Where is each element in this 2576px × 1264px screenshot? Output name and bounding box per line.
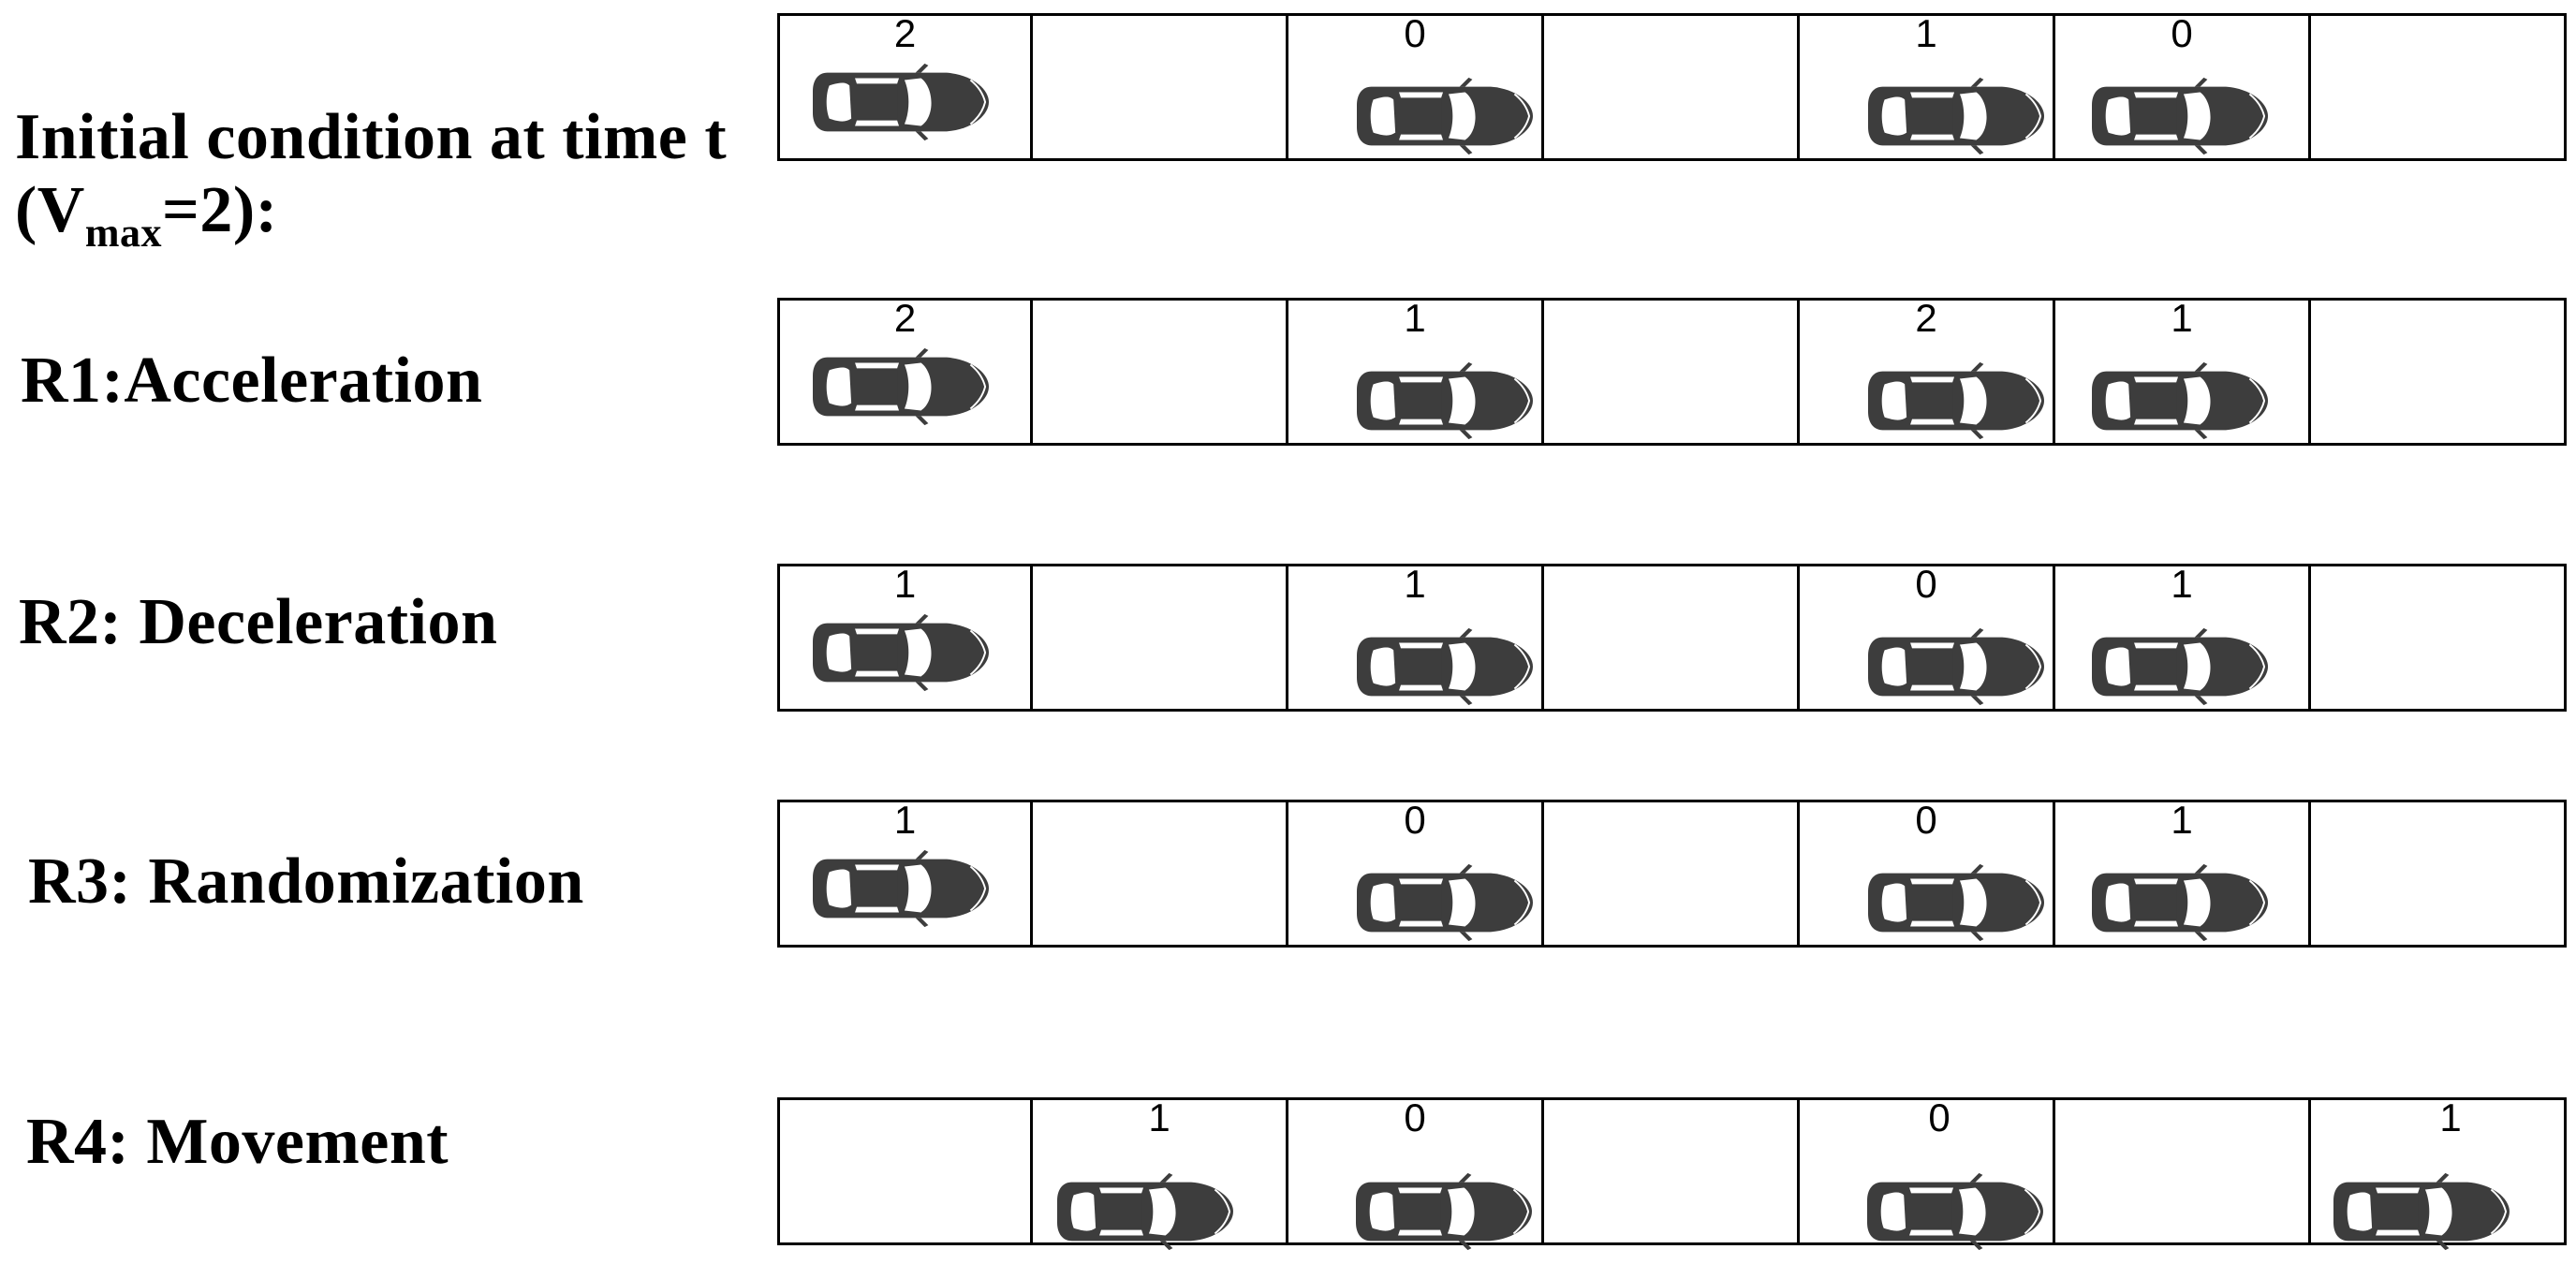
velocity-label: 1 xyxy=(1915,11,1937,55)
car-top-view-icon xyxy=(2088,859,2272,947)
velocity-label: 1 xyxy=(2171,296,2193,340)
car-top-view-icon xyxy=(809,343,993,431)
lane-cell: 2 xyxy=(777,13,1033,161)
lane-cell: 1 xyxy=(777,800,1033,948)
lane-r3: 1 0 0 1 xyxy=(777,800,2567,948)
label-initial-sub: max xyxy=(84,210,163,257)
lane-cell: 1 xyxy=(2055,564,2311,712)
velocity-label: 1 xyxy=(1404,562,1426,606)
car-top-view-icon xyxy=(1864,623,2048,711)
lane-cell xyxy=(1033,13,1288,161)
lane-cell xyxy=(1033,800,1288,948)
velocity-label: 2 xyxy=(893,11,917,55)
car-top-view-icon xyxy=(2088,72,2272,160)
car-top-view-icon xyxy=(1352,1168,1536,1256)
lane-cell xyxy=(777,1097,1033,1245)
velocity-label: 0 xyxy=(1404,798,1426,842)
car-top-view-icon xyxy=(1864,357,2048,445)
car-top-view-icon xyxy=(809,609,993,697)
lane-cell: 0 xyxy=(1288,800,1544,948)
lane-cell: 0 xyxy=(1800,1097,2055,1251)
lane-cell xyxy=(2311,13,2567,161)
row-label-r4: R4: Movement xyxy=(26,1106,449,1178)
velocity-label: 1 xyxy=(1404,296,1426,340)
car-top-view-icon xyxy=(1353,72,1537,160)
lane-cell xyxy=(1544,298,1800,446)
lane-cell: 0 xyxy=(2055,13,2311,161)
lane-cell xyxy=(1033,298,1288,446)
car-top-view-icon xyxy=(1864,72,2048,160)
row-label-initial: Initial condition at time t (Vmax=2): xyxy=(15,101,727,257)
label-initial-line2: (Vmax=2): xyxy=(15,174,727,256)
velocity-label: 0 xyxy=(1928,1095,1950,1139)
velocity-label: 1 xyxy=(2439,1095,2462,1139)
lane-cell: 0 xyxy=(1800,564,2055,712)
car-top-view-icon xyxy=(2330,1168,2513,1256)
lane-cell xyxy=(2311,800,2567,948)
lane-r1: 2 1 2 1 xyxy=(777,298,2567,446)
car-top-view-icon xyxy=(1863,1168,2047,1256)
velocity-label: 1 xyxy=(2171,562,2193,606)
lane-cell: 1 xyxy=(1033,1095,1288,1251)
lane-cell: 2 xyxy=(1800,298,2055,446)
lane-cell xyxy=(2055,1097,2311,1245)
label-initial-post: =2): xyxy=(162,174,278,247)
lane-cell: 1 xyxy=(2055,298,2311,446)
velocity-label: 0 xyxy=(1404,1095,1426,1139)
lane-cell xyxy=(2311,564,2567,712)
lane-cell: 0 xyxy=(1288,1095,1544,1251)
lane-cell: 1 xyxy=(2311,1097,2567,1251)
lane-cell: 1 xyxy=(1288,564,1544,712)
velocity-label: 0 xyxy=(1404,11,1426,55)
lane-cell xyxy=(1544,13,1800,161)
car-top-view-icon xyxy=(1353,859,1537,947)
row-label-r3: R3: Randomization xyxy=(28,845,584,918)
car-top-view-icon xyxy=(1353,623,1537,711)
lane-cell: 1 xyxy=(1800,13,2055,161)
row-label-r1: R1:Acceleration xyxy=(21,345,483,417)
lane-r2: 1 1 0 1 xyxy=(777,564,2567,712)
car-top-view-icon xyxy=(2088,623,2272,711)
label-initial-line1: Initial condition at time t xyxy=(15,101,728,173)
lane-cell: 2 xyxy=(777,298,1033,446)
car-top-view-icon xyxy=(1864,859,2048,947)
lane-cell xyxy=(2311,298,2567,446)
velocity-label: 1 xyxy=(893,798,917,842)
lane-cell: 0 xyxy=(1800,800,2055,948)
row-label-r2: R2: Deceleration xyxy=(19,586,498,658)
velocity-label: 1 xyxy=(893,562,917,606)
velocity-label: 1 xyxy=(2171,798,2193,842)
lane-cell xyxy=(1033,564,1288,712)
lane-cell: 1 xyxy=(777,564,1033,712)
lane-cell: 0 xyxy=(1288,13,1544,161)
car-top-view-icon xyxy=(809,58,993,146)
lane-cell: 1 xyxy=(1288,298,1544,446)
velocity-label: 2 xyxy=(1915,296,1937,340)
label-initial-pre: (V xyxy=(15,174,85,247)
velocity-label: 1 xyxy=(1148,1095,1170,1139)
car-top-view-icon xyxy=(2088,357,2272,445)
velocity-label: 0 xyxy=(2171,11,2193,55)
car-top-view-icon xyxy=(1353,357,1537,445)
lane-cell xyxy=(1544,1097,1800,1245)
car-top-view-icon xyxy=(1053,1168,1237,1256)
lane-cell: 1 xyxy=(2055,800,2311,948)
velocity-label: 0 xyxy=(1915,562,1937,606)
velocity-label: 2 xyxy=(893,296,917,340)
lane-cell xyxy=(1544,564,1800,712)
lane-r4: 1 0 0 1 xyxy=(777,1095,2567,1251)
velocity-label: 0 xyxy=(1915,798,1937,842)
car-top-view-icon xyxy=(809,845,993,933)
lane-cell xyxy=(1544,800,1800,948)
